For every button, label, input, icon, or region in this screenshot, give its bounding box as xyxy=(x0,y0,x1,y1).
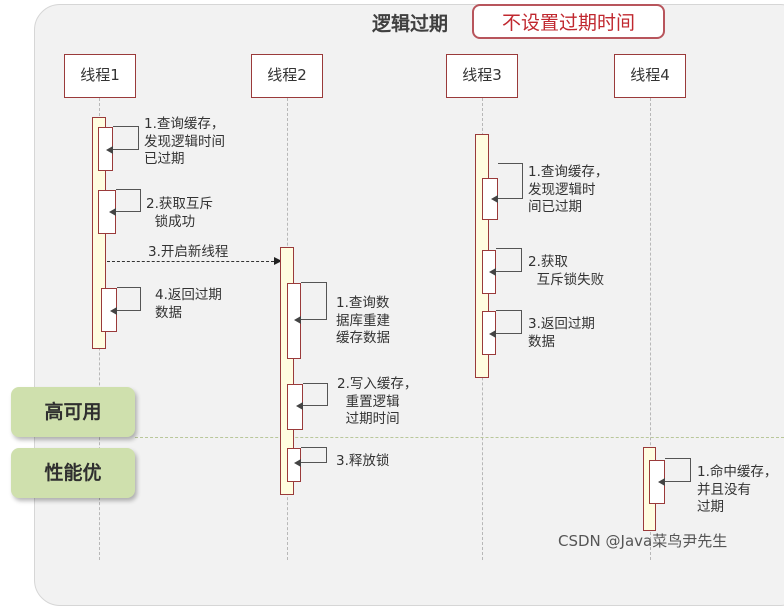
diagram-title: 逻辑过期 xyxy=(372,13,449,35)
thread-1-step-new-thread: 3.开启新线程 xyxy=(148,244,229,260)
no-expiry-badge: 不设置过期时间 xyxy=(472,4,665,39)
thread-1-lock-self-arrow xyxy=(109,189,141,216)
thread-4-header: 线程4 xyxy=(614,54,686,98)
thread-1-step-lock: 2.获取互斥 锁成功 xyxy=(146,196,213,230)
arrow-head-icon xyxy=(658,478,665,486)
thread-3-lock-self-arrow xyxy=(489,248,522,276)
thread-1-step-return: 4.返回过期 数据 xyxy=(155,287,222,321)
thread-3-query-self-arrow xyxy=(491,163,523,203)
section-performance: 性能优 xyxy=(11,448,135,498)
thread-3-step-lock: 2.获取 互斥锁失败 xyxy=(528,254,605,288)
thread-2-query-db-self-arrow xyxy=(294,282,327,324)
section-high-availability: 高可用 xyxy=(11,387,135,437)
watermark: CSDN @Java菜鸟尹先生 xyxy=(558,532,728,550)
thread-1-header: 线程1 xyxy=(64,54,136,98)
thread-1-query-self-arrow xyxy=(106,126,139,154)
thread-3-step-query: 1.查询缓存， 发现逻辑时 间已过期 xyxy=(528,164,609,215)
thread-4-step-hit: 1.命中缓存， 并且没有 过期 xyxy=(697,464,778,515)
arrow-head-icon xyxy=(294,316,301,324)
thread-2-step-release: 3.释放锁 xyxy=(336,453,390,469)
thread-1-return-self-arrow xyxy=(110,287,141,315)
arrow-head-icon xyxy=(491,195,498,203)
diagram-panel xyxy=(34,4,784,606)
thread-3-return-self-arrow xyxy=(489,310,522,338)
new-thread-message-line xyxy=(107,261,274,262)
arrow-head-icon xyxy=(109,208,116,216)
section-divider xyxy=(135,437,784,438)
thread-2-step-write: 2.写入缓存， 重置逻辑 过期时间 xyxy=(337,376,418,427)
lifeline-thread-4 xyxy=(650,98,651,560)
arrow-head-icon xyxy=(489,330,496,338)
thread-2-step-query-db: 1.查询数 据库重建 缓存数据 xyxy=(336,295,390,346)
thread-2-release-self-arrow xyxy=(294,447,327,467)
new-thread-arrow-icon xyxy=(274,257,282,265)
thread-4-hit-self-arrow xyxy=(658,458,691,486)
arrow-head-icon xyxy=(294,459,301,467)
thread-3-step-return: 3.返回过期 数据 xyxy=(528,316,595,350)
arrow-head-icon xyxy=(106,146,113,154)
arrow-head-icon xyxy=(489,268,496,276)
thread-3-header: 线程3 xyxy=(446,54,518,98)
arrow-head-icon xyxy=(296,402,303,410)
thread-1-step-query: 1.查询缓存， 发现逻辑时间 已过期 xyxy=(144,116,225,167)
thread-2-header: 线程2 xyxy=(251,54,323,98)
thread-2-write-self-arrow xyxy=(296,383,328,410)
arrow-head-icon xyxy=(110,307,117,315)
